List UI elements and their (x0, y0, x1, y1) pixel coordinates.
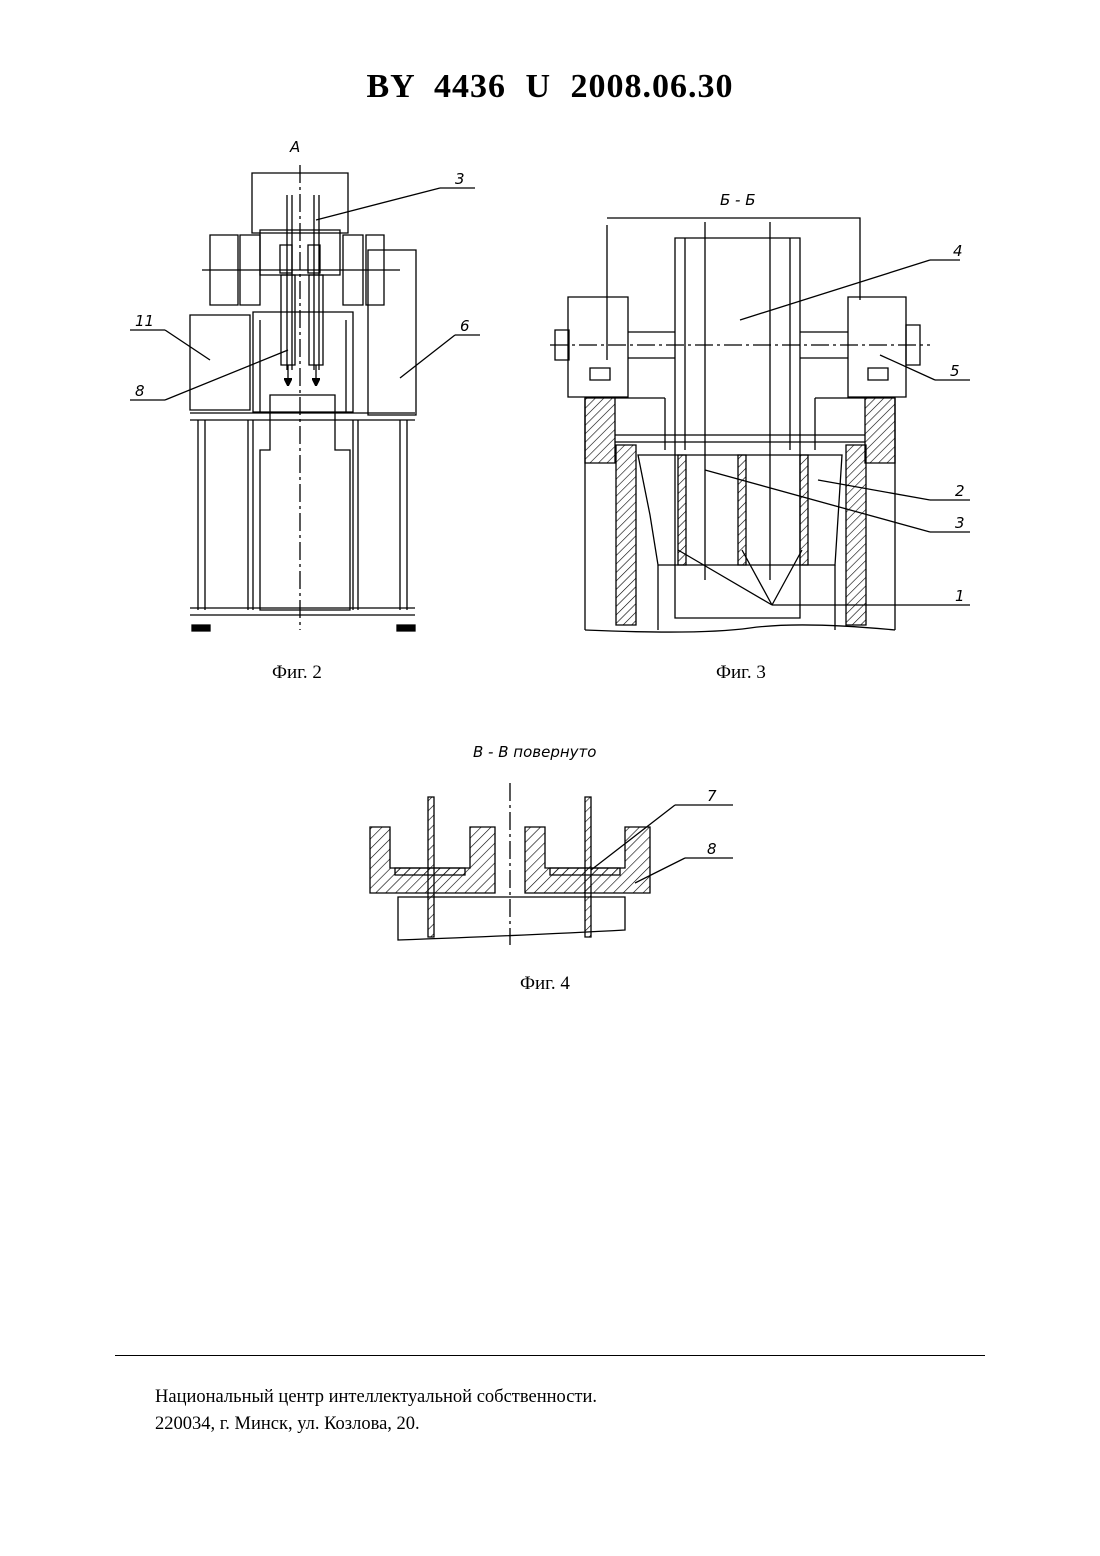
fig4-caption: Фиг. 4 (520, 973, 570, 995)
view-label-a: А (289, 138, 300, 156)
callout-8b: 8 (707, 840, 717, 858)
callout-5: 5 (950, 362, 960, 380)
section-label-vv: В - В повернуто (473, 743, 596, 761)
callout-1: 1 (955, 587, 965, 605)
footer-line-1: Национальный центр интеллектуальной собс… (155, 1384, 597, 1411)
callout-7: 7 (707, 787, 717, 805)
fig3-caption: Фиг. 3 (716, 662, 766, 684)
fig2-caption: Фиг. 2 (272, 662, 322, 684)
callout-8: 8 (135, 382, 145, 400)
footer-rule (115, 1355, 985, 1356)
figure-2: А 3 11 8 6 (110, 130, 510, 650)
callout-3b: 3 (955, 514, 965, 532)
footer-line-2: 220034, г. Минск, ул. Козлова, 20. (155, 1411, 597, 1438)
callout-3: 3 (455, 170, 465, 188)
figure-4: В - В повернуто 7 8 (355, 735, 755, 955)
section-label-bb: Б - Б (720, 191, 756, 209)
figure-3: Б - Б 4 5 2 3 1 (550, 180, 990, 640)
callout-11: 11 (135, 312, 154, 330)
callout-2: 2 (955, 482, 965, 500)
callout-6: 6 (460, 317, 470, 335)
footer: Национальный центр интеллектуальной собс… (155, 1384, 597, 1438)
patent-header: BY 4436 U 2008.06.30 (0, 68, 1100, 106)
callout-4: 4 (953, 242, 963, 260)
